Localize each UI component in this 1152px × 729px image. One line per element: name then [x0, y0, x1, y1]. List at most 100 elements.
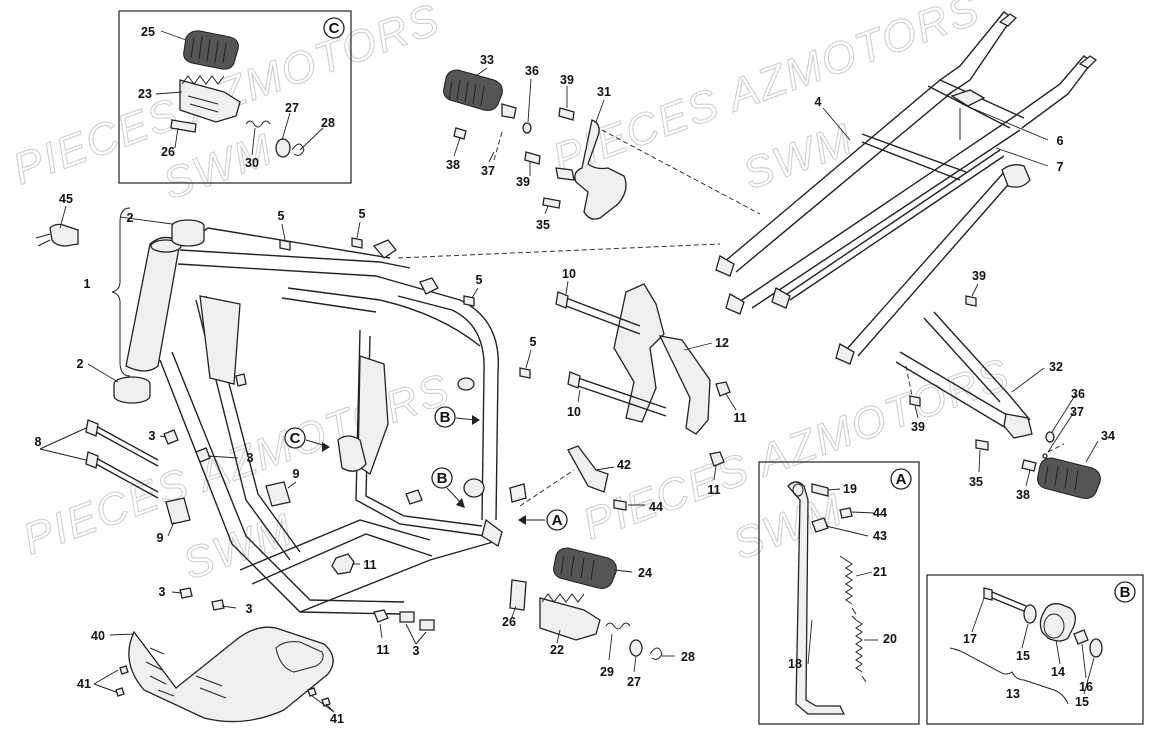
callout-32: 32: [1049, 360, 1063, 374]
svg-text:B: B: [440, 409, 451, 426]
bolts-5: [279, 221, 532, 379]
steering-bearings: [35, 219, 205, 404]
callout-39: 39: [560, 73, 574, 87]
callout-17: 17: [963, 632, 977, 646]
callout-12: 12: [715, 336, 729, 350]
callout-9: 9: [157, 531, 164, 545]
callout-1: 1: [84, 277, 91, 291]
callout-21: 21: [873, 565, 887, 579]
footpeg-part: [179, 75, 241, 123]
callout-3: 3: [246, 602, 253, 616]
callout-35: 35: [536, 218, 550, 232]
spacers-9: [165, 481, 297, 537]
frame-ref-b-upper: B: [434, 406, 456, 428]
callout-26: 26: [161, 145, 175, 159]
callout-13: 13: [1006, 687, 1020, 701]
engine-mount-plate-part: [555, 280, 737, 481]
detail-a-letter: A: [896, 471, 907, 488]
callout-2: 2: [77, 357, 84, 371]
callout-3: 3: [413, 644, 420, 658]
callout-11: 11: [707, 483, 720, 497]
callout-8: 8: [35, 435, 42, 449]
callout-26: 26: [502, 615, 516, 629]
detail-b-letter: B: [1120, 584, 1131, 601]
callout-41: 41: [330, 712, 344, 726]
frame-ref-a: A: [546, 509, 568, 531]
callout-5: 5: [530, 335, 537, 349]
callout-11: 11: [733, 411, 746, 425]
clips-3: [159, 429, 435, 645]
callout-41: 41: [77, 677, 91, 691]
callout-38: 38: [1016, 488, 1030, 502]
skid-plate-part: [93, 626, 335, 723]
callout-37: 37: [481, 164, 495, 178]
callout-4: 4: [815, 95, 822, 109]
footpeg-rubber-part: [443, 69, 503, 111]
callout-38: 38: [446, 158, 460, 172]
callout-30: 30: [245, 156, 259, 170]
detail-a-letter-circle: [890, 468, 912, 490]
callout-39: 39: [911, 420, 925, 434]
detail-c-border: [118, 10, 352, 184]
clip-part: [291, 143, 305, 156]
callout-15: 15: [1075, 695, 1089, 709]
passenger-footpeg-group-upper: 33 36 39 31 38 37 39 35: [443, 53, 627, 232]
callout-44: 44: [649, 500, 663, 514]
spring-21: [845, 559, 853, 605]
callout-45: 45: [59, 192, 73, 206]
detail-c-letter-circle: [323, 17, 345, 39]
callout-39: 39: [972, 269, 986, 283]
nuts-11: [331, 553, 389, 639]
detail-view-a: A: [758, 461, 920, 725]
callout-28: 28: [681, 650, 695, 664]
detail-view-c: C 25 23 26 27 28 30: [118, 10, 352, 184]
callout-24: 24: [638, 566, 652, 580]
callout-27: 27: [285, 101, 299, 115]
sidestand-bracket-part: [567, 445, 645, 511]
callout-27: 27: [627, 675, 641, 689]
callout-44: 44: [873, 506, 887, 520]
footpeg-rubber-part: [183, 30, 239, 70]
sidestand-part: [787, 481, 846, 715]
callout-16: 16: [1079, 680, 1093, 694]
callout-3: 3: [159, 585, 166, 599]
footpeg-rubber-part: [553, 547, 617, 589]
frame-ref-b-lower: B: [431, 467, 453, 489]
callout-20: 20: [883, 632, 897, 646]
callout-11: 11: [376, 643, 389, 657]
pin-part: [170, 119, 197, 133]
callout-33: 33: [480, 53, 494, 67]
main-frame-part: [125, 227, 575, 615]
callout-10: 10: [562, 267, 576, 281]
callout-6: 6: [1057, 134, 1064, 148]
svg-text:B: B: [437, 470, 448, 487]
rider-footpeg-group: [509, 547, 675, 673]
svg-text:A: A: [552, 512, 563, 529]
callout-5: 5: [476, 273, 483, 287]
callout-9: 9: [293, 467, 300, 481]
callout-34: 34: [1101, 429, 1115, 443]
callout-11: 11: [363, 558, 376, 572]
callout-18: 18: [788, 657, 802, 671]
callout-36: 36: [1071, 387, 1085, 401]
frame-ref-c: C: [284, 427, 306, 449]
callout-39: 39: [516, 175, 530, 189]
callout-40: 40: [91, 629, 105, 643]
callout-22: 22: [550, 643, 564, 657]
bracket-part: [574, 119, 627, 220]
spring-part: [245, 120, 271, 128]
callout-5: 5: [278, 209, 285, 223]
callout-28: 28: [321, 116, 335, 130]
callout-35: 35: [969, 475, 983, 489]
detail-c-letter: C: [329, 20, 340, 37]
callout-5: 5: [359, 207, 366, 221]
callout-29: 29: [600, 665, 614, 679]
detail-b-border: [926, 574, 1144, 725]
detail-a-border: [758, 461, 920, 725]
callout-2: 2: [127, 211, 134, 225]
callout-31: 31: [597, 85, 611, 99]
callout-3: 3: [247, 451, 254, 465]
svg-text:C: C: [290, 430, 301, 447]
watermark-text: SWM: [737, 115, 860, 200]
